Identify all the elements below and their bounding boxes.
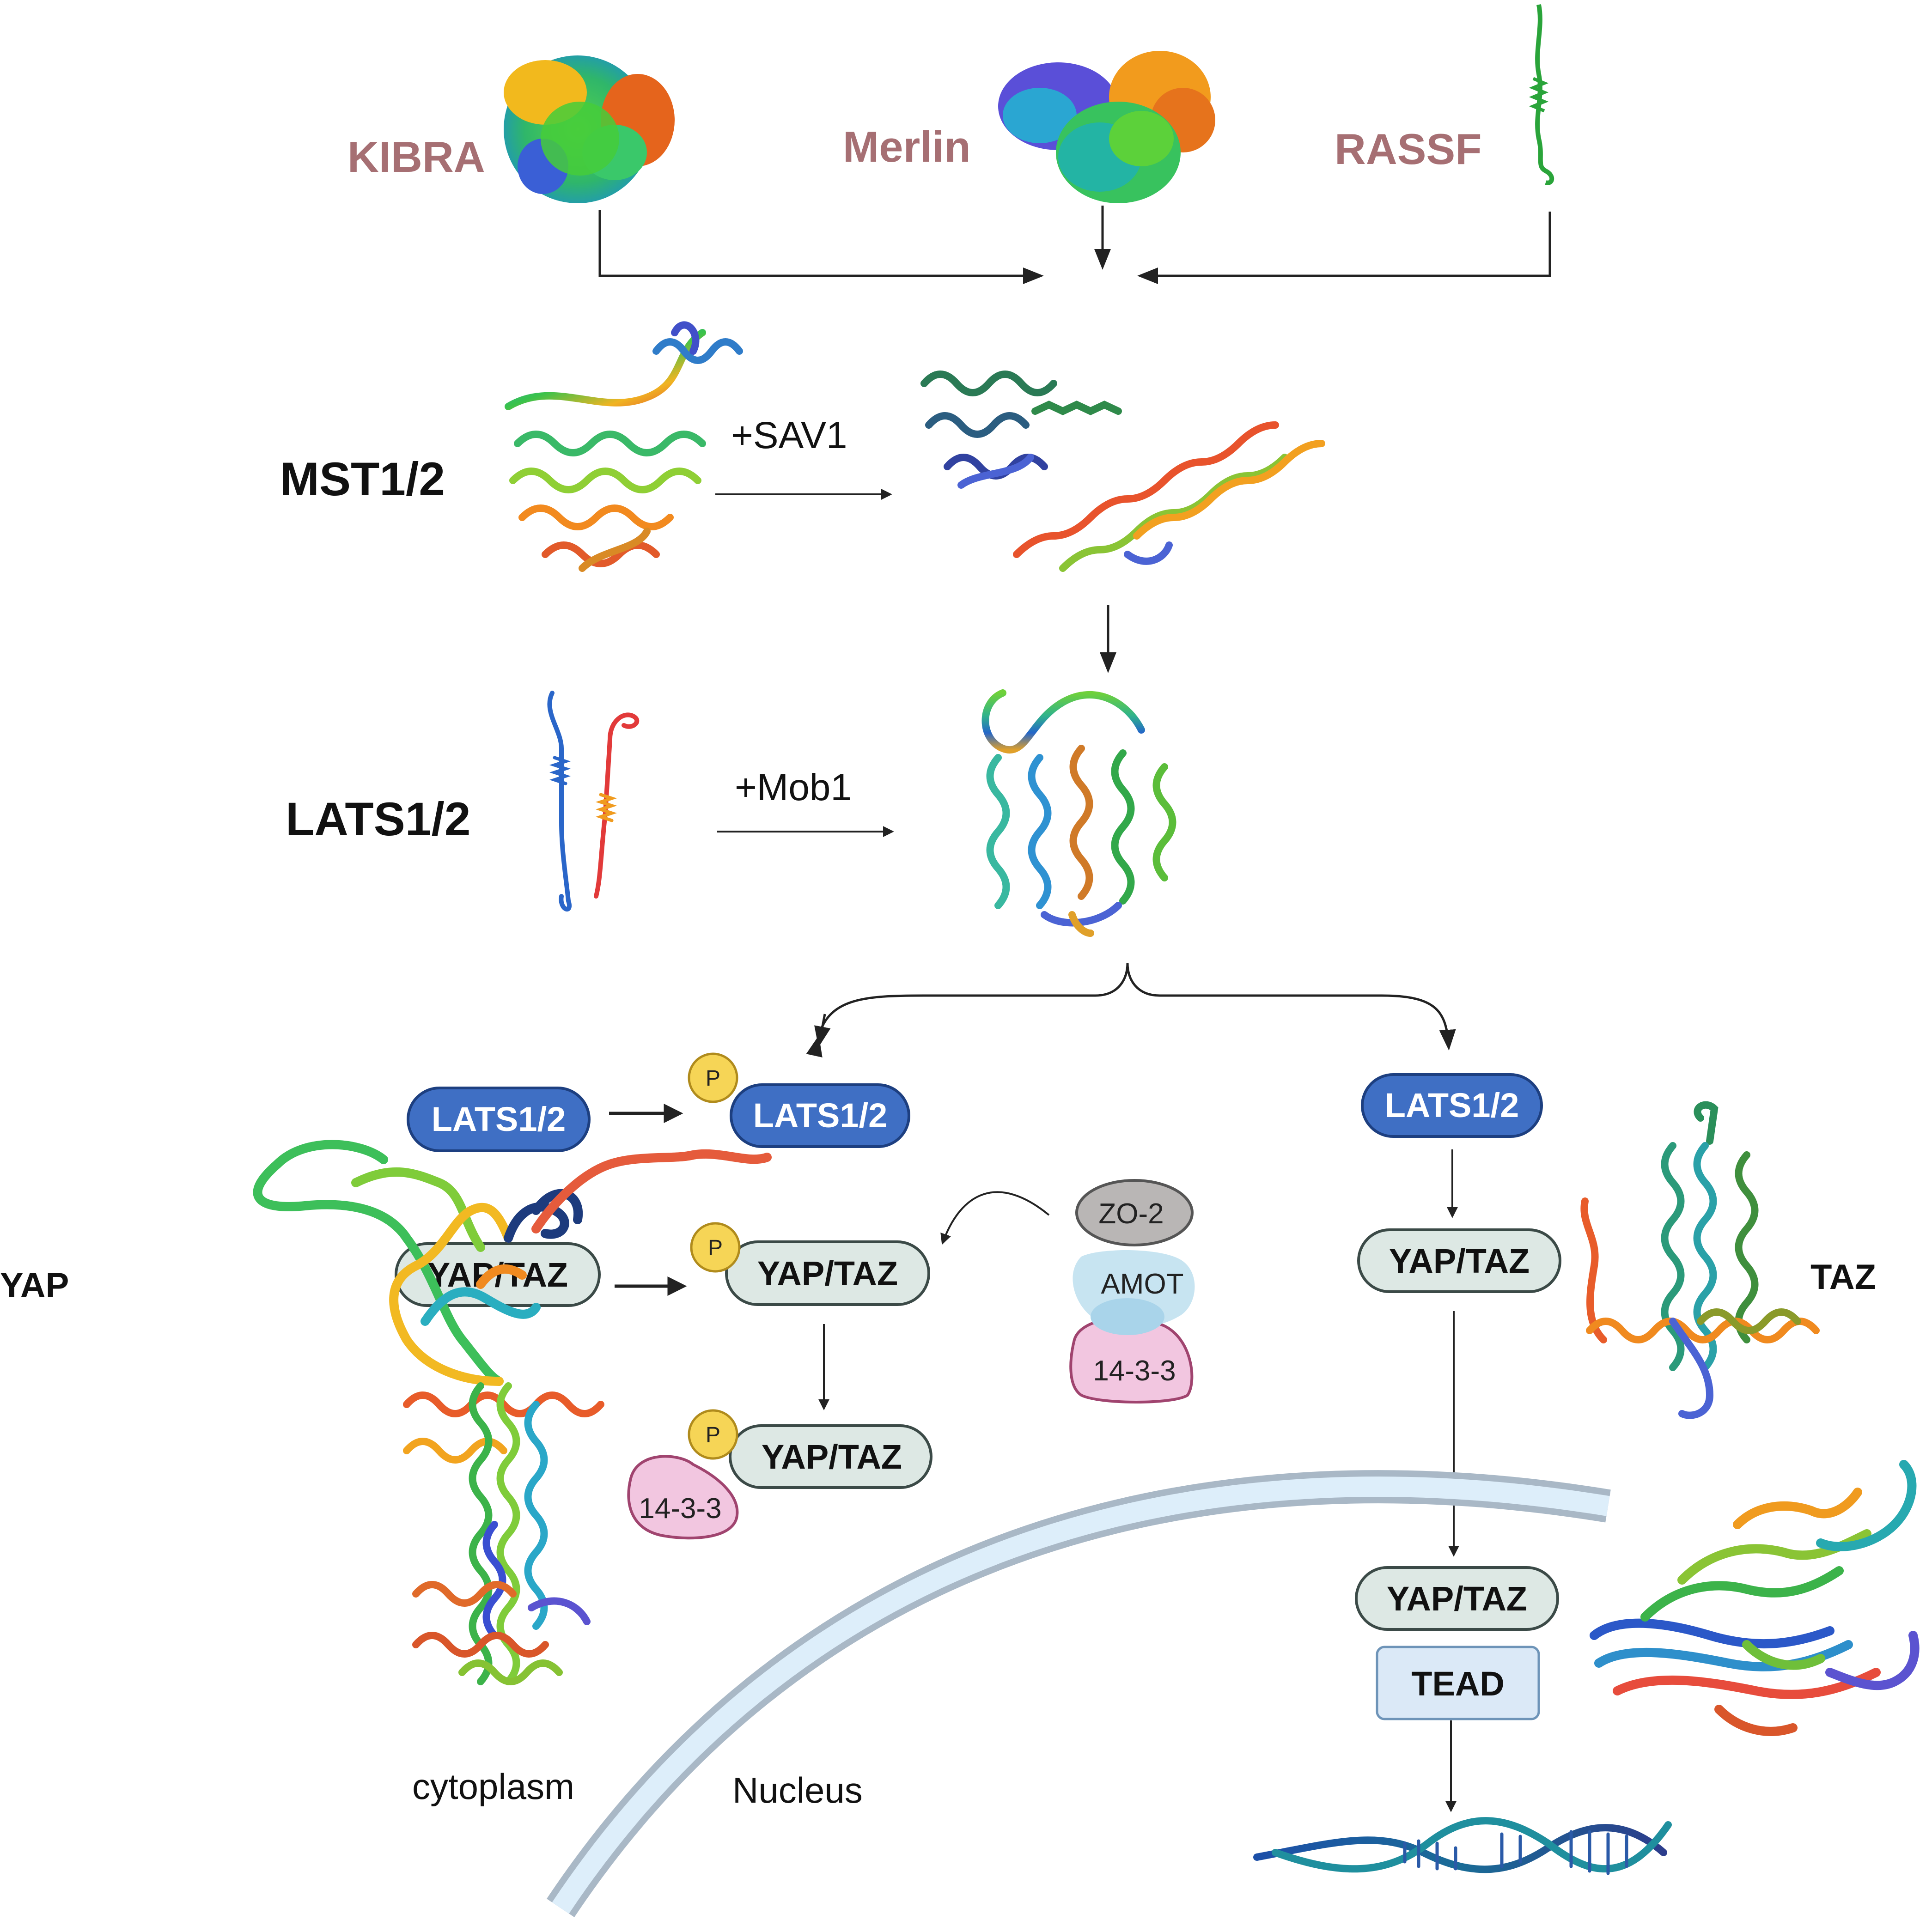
- protein-1433-complex: 14-3-3: [1069, 1317, 1194, 1403]
- dna-helix: [1253, 1817, 1672, 1875]
- protein-1433-left-text: 14-3-3: [639, 1493, 721, 1525]
- taz-structure: [1580, 1101, 1820, 1419]
- mst-sav1-complex-structure: [920, 371, 1325, 572]
- yap-taz-cyto-text: YAP/TAZ: [1389, 1242, 1530, 1280]
- lats-right-text: LATS1/2: [1385, 1086, 1519, 1124]
- lats-mob1-complex-structure: [981, 689, 1176, 937]
- yap-side-label: YAP: [0, 1266, 69, 1305]
- kibra-label: KIBRA: [347, 133, 485, 181]
- rassf-label: RASSF: [1335, 125, 1482, 173]
- split-bracket: [806, 963, 1456, 1058]
- protein-1433-complex-text: 14-3-3: [1093, 1355, 1176, 1387]
- lats-right-pill: LATS1/2: [1361, 1073, 1543, 1138]
- helical-structure-left: [403, 1382, 604, 1685]
- yap-taz-bound-pill: YAP/TAZ: [729, 1424, 932, 1489]
- mob1-label: +Mob1: [735, 766, 852, 808]
- tead-structure: [1590, 1460, 1920, 1736]
- taz-side-label: TAZ: [1810, 1258, 1876, 1297]
- yap-taz-nuc-pill: YAP/TAZ: [1355, 1566, 1559, 1631]
- yap-taz-phos-pill: YAP/TAZ: [725, 1240, 930, 1306]
- cytoplasm-label: cytoplasm: [412, 1766, 574, 1807]
- kibra-structure: [504, 55, 675, 203]
- svg-text:P: P: [708, 1236, 723, 1260]
- lats-label: LATS1/2: [286, 793, 471, 845]
- yap-taz-cyto-pill: YAP/TAZ: [1357, 1228, 1561, 1293]
- sav1-label: +SAV1: [731, 414, 847, 456]
- tead-text: TEAD: [1411, 1665, 1504, 1703]
- rassf-structure: [1529, 4, 1554, 185]
- yap-taz-phos-text: YAP/TAZ: [757, 1254, 898, 1293]
- upstream-convergence-arrows: [598, 206, 1551, 284]
- mst-label: MST1/2: [280, 453, 445, 505]
- phospho-badge-bound: P: [688, 1409, 738, 1460]
- lats-unphos-text: LATS1/2: [432, 1100, 566, 1138]
- complex-to-yap-arrow: [940, 1191, 1050, 1245]
- amot-protein: AMOT: [1073, 1250, 1195, 1335]
- merlin-label: Merlin: [843, 122, 971, 171]
- yap-structure: [253, 1140, 772, 1386]
- zo2-text: ZO-2: [1098, 1198, 1164, 1230]
- svg-text:P: P: [706, 1423, 720, 1447]
- merlin-structure: [998, 51, 1215, 203]
- mst-structure: [505, 321, 743, 572]
- tead-box: TEAD: [1376, 1646, 1540, 1720]
- phospho-badge-lats: P: [688, 1052, 738, 1103]
- lats-unphos-pill: LATS1/2: [407, 1087, 591, 1152]
- amot-text: AMOT: [1101, 1268, 1183, 1300]
- yap-taz-nuc-text: YAP/TAZ: [1387, 1580, 1527, 1618]
- protein-1433-left: 14-3-3: [627, 1455, 739, 1540]
- lats-phos-pill: LATS1/2: [730, 1083, 910, 1148]
- nuclear-membrane: [547, 1470, 1611, 1917]
- zo2-protein: ZO-2: [1075, 1179, 1194, 1246]
- lats-phos-text: LATS1/2: [753, 1096, 888, 1135]
- phospho-text: P: [706, 1066, 720, 1091]
- nucleus-label: Nucleus: [732, 1770, 863, 1811]
- phospho-badge-yap: P: [690, 1222, 741, 1273]
- lats-structure: [547, 691, 640, 912]
- yap-taz-bound-text: YAP/TAZ: [762, 1438, 902, 1476]
